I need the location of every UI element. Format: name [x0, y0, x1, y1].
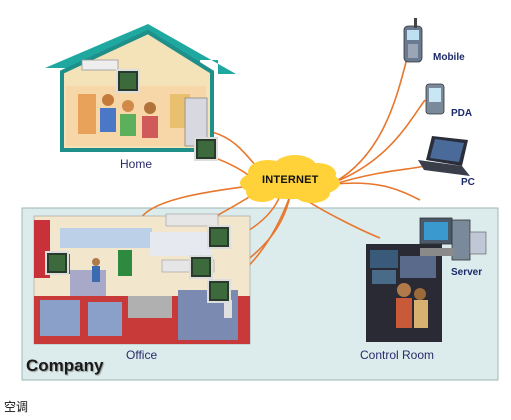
home-house	[45, 24, 236, 152]
home-label: Home	[120, 157, 153, 171]
pda-icon	[425, 83, 445, 115]
internet-label: INTERNET	[262, 174, 319, 186]
pda-label: PDA	[451, 108, 473, 119]
internet-cloud	[240, 155, 340, 203]
office-illustration	[33, 213, 251, 345]
laptop-icon	[418, 136, 470, 176]
pc-label: PC	[461, 177, 475, 188]
office-controllers	[45, 225, 231, 303]
home-controllers	[116, 69, 218, 161]
office-label: Office	[126, 348, 158, 362]
company-label: Company	[26, 356, 104, 375]
server-icon	[419, 217, 487, 261]
control-room-illustration	[366, 244, 442, 342]
caption-text: 空调	[4, 400, 29, 414]
mobile-label: Mobile	[433, 52, 465, 63]
mobile-icon	[403, 18, 423, 63]
server-label: Server	[451, 267, 483, 278]
control-room-label: Control Room	[360, 348, 435, 362]
